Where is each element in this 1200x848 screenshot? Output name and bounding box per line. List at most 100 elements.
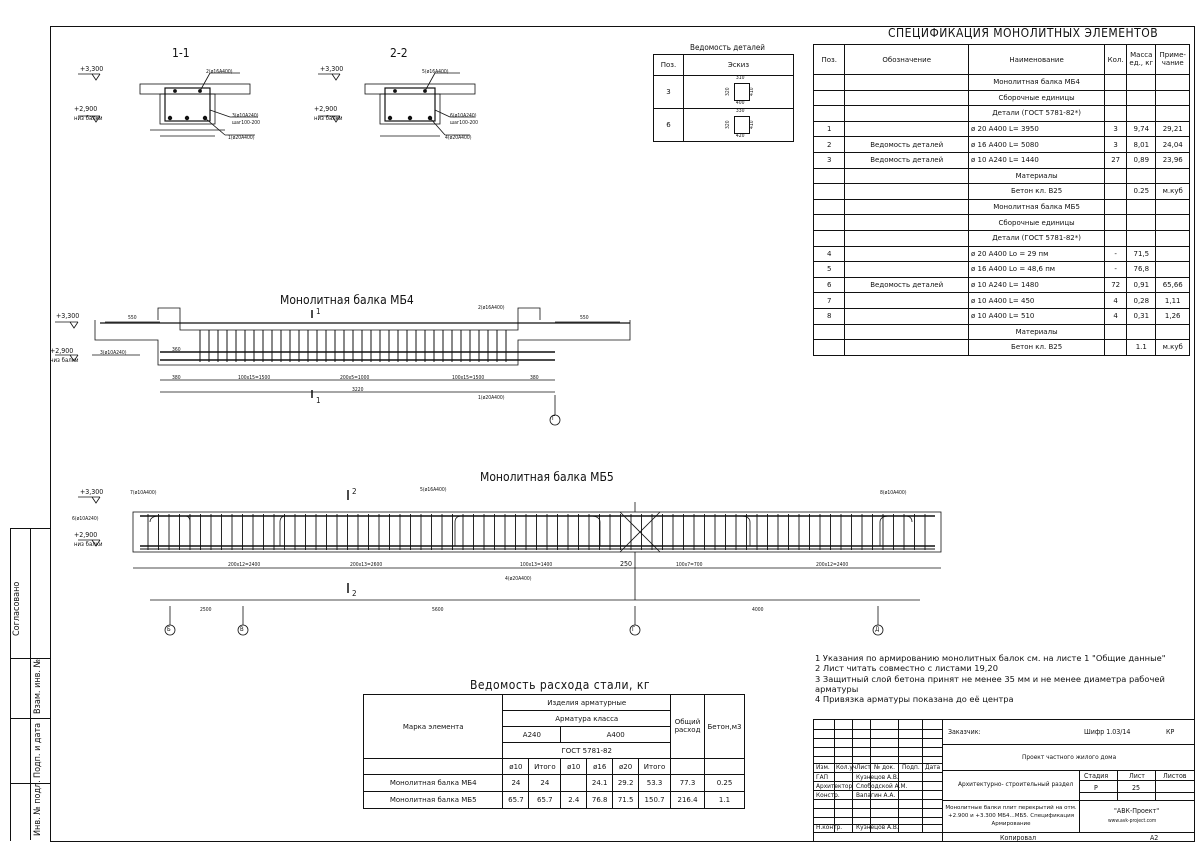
spec-cell: 2 bbox=[812, 136, 846, 153]
tb-stage: Р bbox=[1094, 784, 1098, 792]
mb5-cut-2-bot: 2 bbox=[352, 589, 357, 598]
mb5-dim-250: 250 bbox=[620, 560, 633, 568]
tb-grid-line bbox=[814, 738, 942, 739]
mb5-level-note: низ балки bbox=[74, 541, 103, 548]
steel-sub: ø20 bbox=[612, 758, 640, 775]
tb-copied: Копировал bbox=[1000, 834, 1036, 842]
section-1-1-title: 1-1 bbox=[172, 46, 190, 60]
spec-row: Материалы bbox=[812, 323, 1190, 341]
steel-title: Ведомость расхода стали, кг bbox=[470, 678, 651, 692]
mb5-label-c: 5(ø16А400) bbox=[420, 487, 447, 493]
steel-cell: 65.7 bbox=[528, 791, 562, 809]
spec-title: СПЕЦИФИКАЦИЯ МОНОЛИТНЫХ ЭЛЕМЕНТОВ bbox=[888, 26, 1159, 40]
level-top: +3,300 bbox=[320, 65, 344, 73]
s1-label-b: 3(ø10А240) bbox=[232, 113, 259, 119]
level-bottom-note: низ балки bbox=[314, 115, 343, 122]
details-title: Ведомость деталей bbox=[690, 43, 765, 52]
steel-blank bbox=[703, 758, 746, 775]
steel-sub: ø10 bbox=[502, 758, 530, 775]
steel-cell bbox=[560, 774, 588, 792]
mb4-dim-380: 380 bbox=[172, 375, 181, 381]
mb4-cut-1-bot: 1 bbox=[316, 396, 321, 405]
mb4-label-c: 1(ø20А400) bbox=[478, 395, 505, 401]
steel-sub: ø10 bbox=[560, 758, 588, 775]
tb-format: А2 bbox=[1150, 834, 1159, 842]
tb-role: ГАП bbox=[816, 773, 828, 781]
tb-section: Архитектурно- строительный раздел bbox=[958, 780, 1074, 788]
stirrup-sketch bbox=[733, 116, 750, 134]
section-1-1 bbox=[78, 72, 258, 137]
steel-cell: 0.25 bbox=[703, 774, 746, 792]
tb-person: Кузнецов А.В. bbox=[856, 773, 899, 781]
spec-h-note: Приме- чание bbox=[1155, 44, 1190, 75]
tb-grid-line bbox=[898, 720, 899, 832]
spec-row: Сборочные единицы bbox=[812, 89, 1190, 107]
sketch-w: 310 bbox=[735, 75, 745, 81]
spec-row: Монолитная балка МБ4 bbox=[812, 74, 1190, 91]
beam-mb5 bbox=[78, 490, 942, 636]
steel-h-a240: А240 bbox=[502, 726, 562, 743]
tb-stage-label: Стадия bbox=[1084, 772, 1109, 780]
steel-h-total: Общий расход bbox=[670, 694, 705, 759]
spec-row: Детали (ГОСТ 5781-82*) bbox=[812, 105, 1190, 122]
mb4-dim-total: 3220 bbox=[352, 387, 364, 393]
steel-cell: Монолитная балка МБ5 bbox=[362, 791, 504, 809]
mb4-dim-2: 200х5=1000 bbox=[340, 375, 370, 381]
s2-label-a: 5(ø16А400) bbox=[422, 69, 449, 75]
mb5-level-top: +3,300 bbox=[80, 488, 104, 496]
spec-cell: 1,26 bbox=[1155, 307, 1190, 325]
tb-grid-line bbox=[814, 747, 942, 748]
steel-subheader-row: ø10 Итого ø10 ø16 ø20 Итого bbox=[362, 758, 746, 775]
spec-row: Детали (ГОСТ 5781-82*) bbox=[812, 229, 1190, 247]
steel-cell: 24.1 bbox=[586, 774, 614, 792]
level-bottom-note: низ балки bbox=[74, 115, 103, 122]
sheet-frame bbox=[50, 26, 1195, 842]
mb5-dim-1: 200х12=2400 bbox=[228, 562, 261, 568]
s1-label-c: шаг100-200 bbox=[232, 120, 261, 126]
steel-cell: 77.3 bbox=[670, 774, 705, 792]
steel-cell: 216.4 bbox=[670, 791, 705, 809]
tb-kr: КР bbox=[1166, 728, 1175, 736]
tb-col-podp: Подп. bbox=[902, 763, 920, 771]
note-line: 1 Указания по армированию монолитных бал… bbox=[815, 653, 1166, 663]
spec-h-mass: Масса ед., кг bbox=[1126, 44, 1157, 75]
details-pos: 6 bbox=[653, 108, 684, 142]
tb-person: Вапагин А.А. bbox=[856, 791, 896, 799]
tb-grid-line bbox=[814, 772, 942, 773]
tb-role: Архитектор bbox=[816, 782, 853, 790]
tb-project: Проект частного жилого дома bbox=[1022, 753, 1117, 761]
s2-label-c: шаг100-200 bbox=[450, 120, 479, 126]
spec-cell: 0.25 bbox=[1126, 183, 1157, 200]
tb-grid-line bbox=[814, 756, 942, 757]
general-notes: 1 Указания по армированию монолитных бал… bbox=[815, 653, 1190, 704]
details-row: 6 330 420 320 410 bbox=[653, 108, 795, 142]
steel-cell: Монолитная балка МБ4 bbox=[362, 774, 504, 792]
mb5-label-e: 8(ø10А400) bbox=[880, 490, 907, 496]
mb5-dim-2500: 2500 bbox=[200, 607, 212, 613]
steel-cell: 53.3 bbox=[638, 774, 672, 792]
level-top: +3,300 bbox=[80, 65, 104, 73]
spec-cell: 8 bbox=[812, 307, 846, 325]
mb5-axis-d: Д bbox=[875, 626, 880, 633]
mb4-title: Монолитная балка МБ4 bbox=[280, 293, 414, 307]
steel-cell: 76.8 bbox=[586, 791, 614, 809]
spec-cell: ø 10 А400 L= 450 bbox=[968, 292, 1106, 309]
steel-table: Марка элемента Изделия арматурные Общий … bbox=[362, 694, 746, 809]
details-sketch-cell: 310 400 320 410 bbox=[682, 75, 795, 109]
level-bottom: +2,900 bbox=[74, 105, 98, 113]
note-line: арматуры bbox=[815, 683, 859, 694]
level-bottom: +2,900 bbox=[314, 105, 338, 113]
steel-h-gost: ГОСТ 5781-82 bbox=[502, 742, 672, 759]
tb-grid-line bbox=[814, 729, 942, 730]
spec-h-pos: Поз. bbox=[812, 44, 846, 75]
spec-cell: м.куб bbox=[1155, 339, 1190, 356]
mb5-label-d: 4(ø20А400) bbox=[505, 576, 532, 582]
s1-label-d: 1(ø20А400) bbox=[228, 135, 255, 141]
mb4-label-a: 2(ø16А400) bbox=[478, 305, 505, 311]
details-sketch-cell: 330 420 320 410 bbox=[682, 108, 795, 142]
spec-header-row: Поз. Обозначение Наименование Кол. Масса… bbox=[812, 44, 1190, 75]
mb4-level-note: низ балки bbox=[50, 357, 79, 364]
